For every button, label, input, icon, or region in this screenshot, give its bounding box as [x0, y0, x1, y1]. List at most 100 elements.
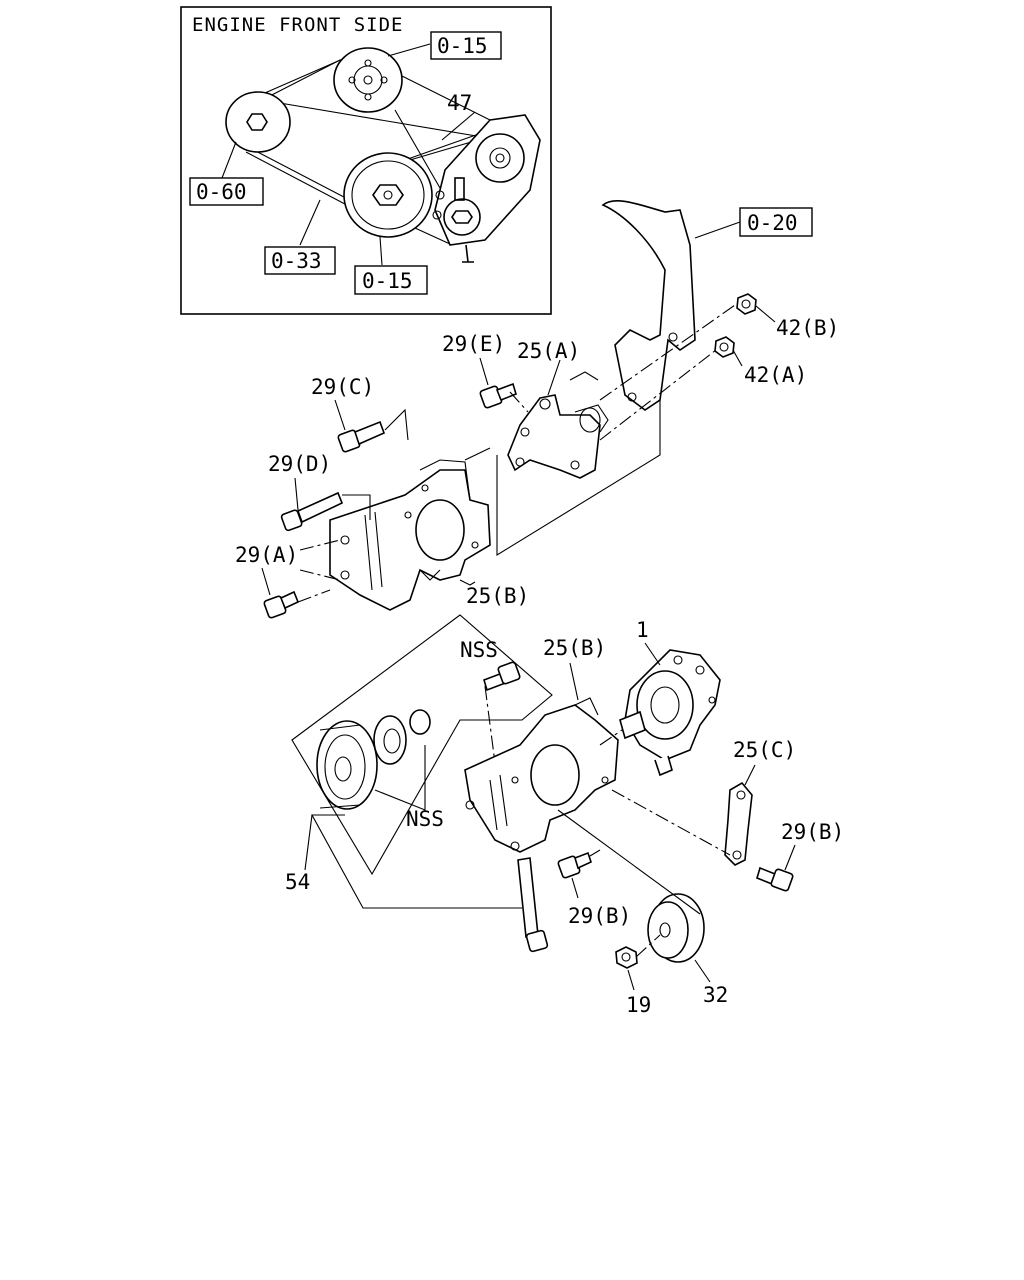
ref-box-015b[interactable]	[354, 265, 428, 295]
label-29c: 29(C)	[311, 375, 374, 399]
leader-033	[299, 199, 321, 246]
kit-washer-hole	[383, 728, 401, 754]
leader-015a	[387, 43, 431, 57]
kit-pulley-edge	[319, 724, 361, 809]
inset-title: ENGINE FRONT SIDE	[192, 14, 403, 36]
label-25b-mid: 25(B)	[543, 636, 606, 660]
bracket-25b-upper	[329, 459, 491, 611]
bolt-hole-icon	[515, 457, 525, 467]
kit-pulley-hub	[334, 756, 352, 782]
long-bolt	[517, 857, 549, 953]
belt-routing-inset: ENGINE FRONT SIDE	[180, 6, 552, 315]
bolt-hole-icon	[380, 76, 388, 84]
label-29e: 29(E)	[442, 332, 505, 356]
ref-box-015a[interactable]	[430, 31, 502, 60]
bolt-29b-right	[756, 866, 794, 892]
crank-hex-icon	[372, 184, 404, 206]
label-42b: 42(B)	[776, 316, 839, 340]
leader-19	[627, 969, 635, 991]
label-25c: 25(C)	[733, 738, 796, 762]
label-29d: 29(D)	[268, 452, 331, 476]
ref-015b[interactable]: 0-15	[362, 269, 413, 293]
power-steering-pump	[619, 649, 721, 777]
centerline-42b	[599, 304, 736, 401]
nut-hole	[621, 952, 631, 962]
engine-housing	[601, 200, 696, 411]
pump-pulley	[475, 133, 525, 183]
label-47: 47	[447, 91, 472, 115]
ref-box-020[interactable]	[739, 207, 813, 237]
centerline-19	[635, 934, 661, 958]
leader-29b-right	[784, 844, 796, 871]
label-29a: 29(A)	[235, 543, 298, 567]
bolt-hole-icon	[348, 76, 356, 84]
break-line	[569, 371, 599, 381]
leader-25b-top	[459, 579, 476, 586]
nut-42b	[736, 293, 757, 315]
bolt-hole-icon	[570, 460, 580, 470]
lower-assembly: NSS NSS 25(B)	[285, 614, 844, 1017]
pump-pulley-center	[495, 153, 505, 163]
label-25a: 25(A)	[517, 339, 580, 363]
bolt-29e	[479, 382, 517, 409]
pulley-32	[647, 893, 705, 963]
crank-pulley	[343, 152, 433, 238]
leader-015b	[379, 236, 383, 266]
bolt-29a	[263, 590, 300, 619]
leader-42b	[755, 305, 776, 323]
centerline-29b-bottom	[589, 849, 601, 857]
ref-033[interactable]: 0-33	[271, 249, 322, 273]
guide-line-mount	[496, 400, 661, 556]
bracket-25b-lower	[464, 697, 619, 853]
label-29b-right: 29(B)	[781, 820, 844, 844]
leader-1	[644, 642, 661, 666]
ref-015a[interactable]: 0-15	[437, 34, 488, 58]
guide-line-mount-2	[464, 447, 491, 461]
label-32: 32	[703, 983, 728, 1007]
kit-bolt-nss	[483, 661, 521, 692]
bracket-54	[311, 814, 522, 909]
leader-25a	[547, 359, 561, 396]
idler-pulley	[225, 91, 291, 153]
centerline-pump	[599, 729, 623, 746]
nut-42a	[714, 336, 735, 358]
bolt-hole-icon	[520, 427, 530, 437]
bolt-29c	[337, 420, 386, 453]
kit-washer	[373, 715, 407, 765]
bracket-25a	[507, 394, 601, 479]
label-29b-bottom: 29(B)	[568, 904, 631, 928]
nut-19	[615, 946, 638, 969]
kit-pulley-groove	[324, 734, 366, 800]
inset-frame	[180, 6, 552, 315]
tensioner-pulley	[443, 198, 481, 236]
leader-29d	[294, 477, 299, 511]
bolt-hole-icon	[364, 59, 372, 67]
ref-box-033[interactable]	[264, 246, 336, 275]
nut-hole	[719, 342, 729, 352]
kit-pulley	[316, 720, 378, 810]
bolt-hole-icon	[435, 190, 445, 200]
guide-line-32	[557, 809, 701, 915]
bolt-hole-icon	[432, 210, 442, 220]
leader-54	[304, 814, 313, 871]
kit-collar	[409, 709, 431, 735]
leader-nss-bottom	[374, 745, 426, 811]
adjust-bolt-tip	[462, 244, 474, 263]
bolt-hole-icon	[668, 332, 678, 342]
pump-pulley-hub	[489, 147, 511, 169]
leader-020	[694, 221, 741, 239]
guide-lines-29a	[297, 539, 341, 603]
bolt-29d	[280, 491, 344, 532]
label-25b-top: 25(B)	[466, 584, 529, 608]
tensioner-hex-icon	[451, 210, 473, 224]
bolt-hole-icon	[627, 392, 637, 402]
ref-020[interactable]: 0-20	[747, 211, 798, 235]
ref-box-060[interactable]	[189, 177, 264, 206]
leader-25b-mid	[569, 662, 579, 701]
kit-outline	[291, 614, 553, 876]
leader-25c	[744, 764, 756, 786]
top-pulley	[333, 47, 403, 113]
ref-060[interactable]: 0-60	[196, 180, 247, 204]
label-42a: 42(A)	[744, 363, 807, 387]
